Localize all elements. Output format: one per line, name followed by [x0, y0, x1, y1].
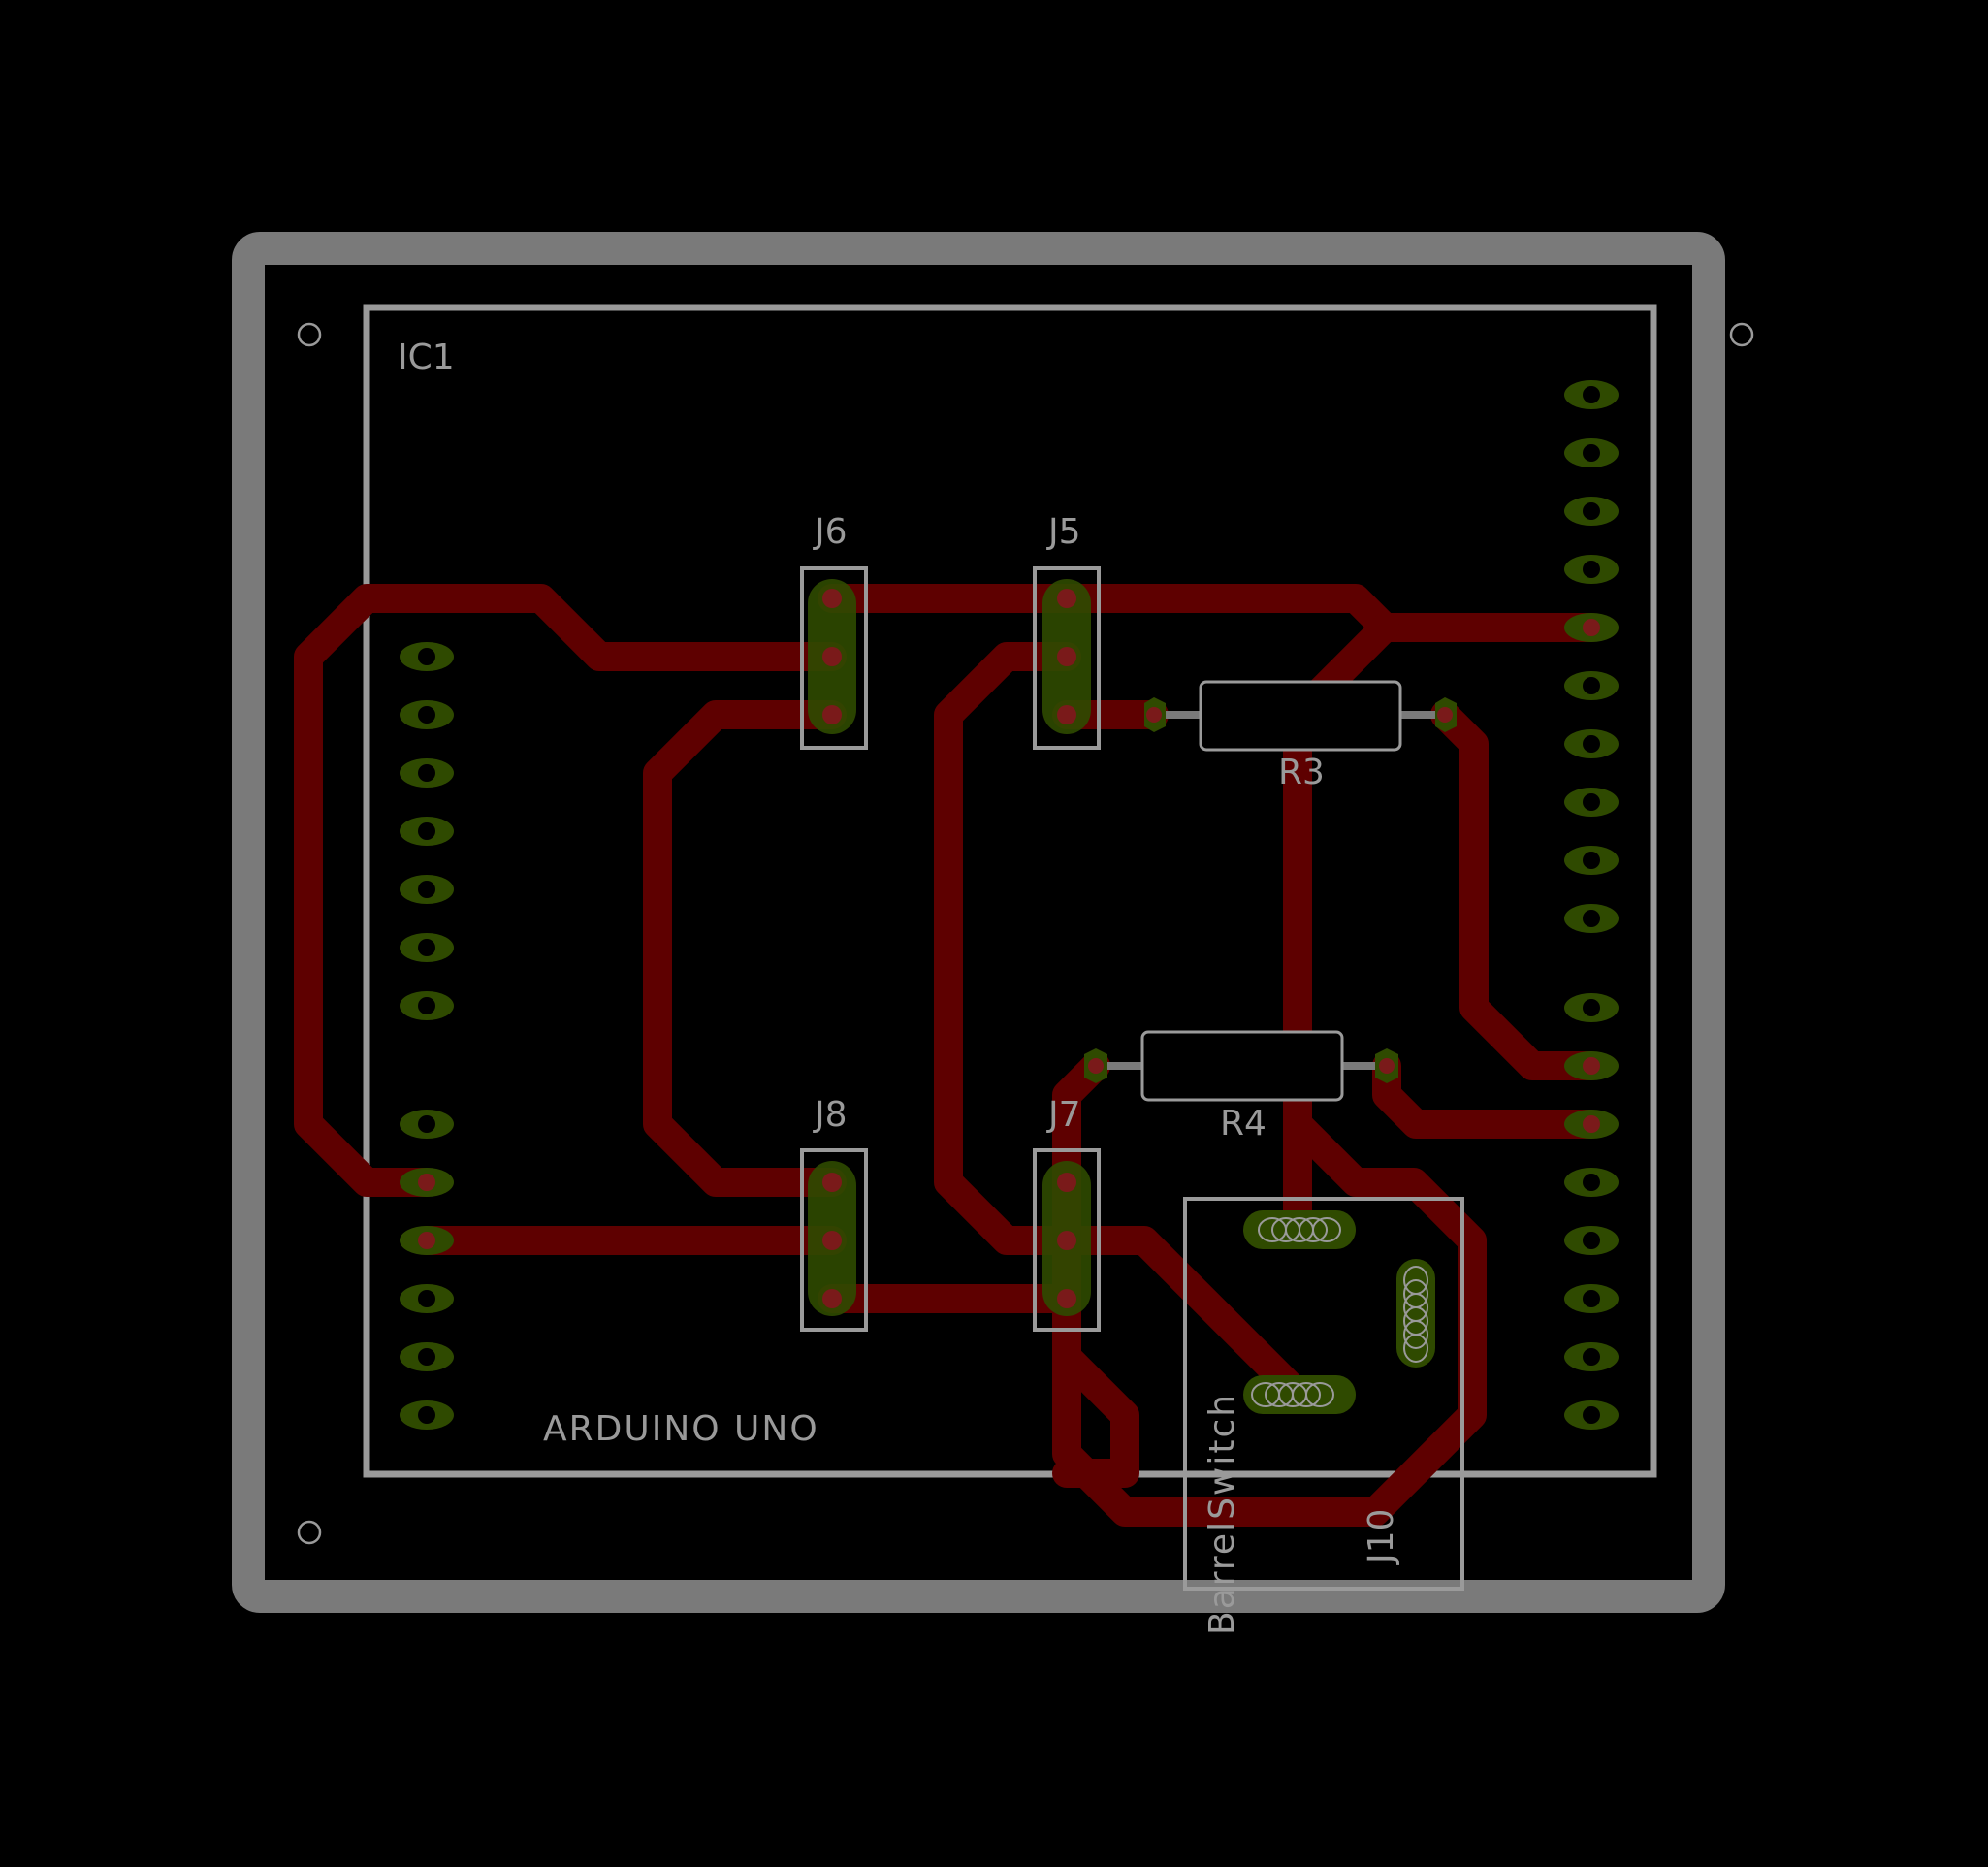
- right-pad-1: [1564, 380, 1619, 409]
- right-pad-15: [1564, 1226, 1619, 1255]
- left-pad-1: [400, 642, 454, 671]
- right-pad-6: [1564, 671, 1619, 700]
- mounting-hole-top-right: [1729, 322, 1754, 347]
- connector-j5: [1033, 566, 1101, 750]
- left-pad-9: [400, 1168, 454, 1197]
- barrel-jack-j10: [1183, 1197, 1464, 1591]
- label-j5: J5: [1046, 512, 1081, 552]
- right-pad-14: [1564, 1168, 1619, 1197]
- right-pad-7: [1564, 729, 1619, 758]
- label-j10: J10: [1362, 1509, 1401, 1565]
- left-pad-11: [400, 1284, 454, 1313]
- trace-h: [1430, 700, 1606, 1080]
- connector-j7: [1033, 1148, 1101, 1332]
- right-pad-12: [1564, 1051, 1619, 1080]
- trace-d: [818, 584, 1606, 642]
- board-outline: [232, 232, 1725, 1613]
- connector-j8: [800, 1148, 868, 1332]
- trace-l: [1052, 1110, 1487, 1527]
- trace-a: [294, 584, 847, 1197]
- label-j6: J6: [813, 512, 848, 552]
- left-pad-7: [400, 991, 454, 1020]
- left-pad-6: [400, 933, 454, 962]
- copper-traces: [294, 584, 1606, 1527]
- label-ic1: IC1: [398, 338, 455, 377]
- mounting-hole-bottom-left: [297, 1520, 322, 1545]
- left-pad-10: [400, 1226, 454, 1255]
- label-arduino-uno: ARDUINO UNO: [543, 1409, 819, 1449]
- connector-j6: [800, 566, 868, 750]
- resistor-r4: [1084, 1030, 1398, 1102]
- left-pad-3: [400, 758, 454, 788]
- left-header-pads: [400, 642, 454, 1430]
- right-pad-2: [1564, 438, 1619, 467]
- left-pad-2: [400, 700, 454, 729]
- left-pad-8: [400, 1110, 454, 1139]
- left-pad-12: [400, 1342, 454, 1371]
- right-pad-9: [1564, 846, 1619, 875]
- right-pad-17: [1564, 1342, 1619, 1371]
- trace-e: [934, 642, 1314, 1410]
- right-pad-10: [1564, 904, 1619, 933]
- right-pad-18: [1564, 1400, 1619, 1430]
- label-j7: J7: [1046, 1095, 1081, 1135]
- left-pad-5: [400, 875, 454, 904]
- resistor-r3: [1144, 680, 1457, 752]
- right-header-pads: [1564, 380, 1619, 1430]
- right-pad-13: [1564, 1110, 1619, 1139]
- right-pad-3: [1564, 497, 1619, 526]
- label-r3: R3: [1278, 753, 1325, 792]
- right-pad-11: [1564, 993, 1619, 1022]
- label-j8: J8: [813, 1095, 848, 1135]
- arduino-footprint-outline: [363, 304, 1657, 1478]
- left-pad-4: [400, 817, 454, 846]
- right-pad-16: [1564, 1284, 1619, 1313]
- label-barrel-switch: BarrelSwitch: [1202, 1393, 1242, 1635]
- trace-c: [643, 700, 847, 1197]
- trace-j: [1052, 1051, 1139, 1488]
- label-r4: R4: [1220, 1104, 1267, 1143]
- right-pad-5: [1564, 613, 1619, 642]
- right-pad-4: [1564, 555, 1619, 584]
- right-pad-8: [1564, 788, 1619, 817]
- mounting-hole-top-left: [297, 322, 322, 347]
- left-pad-13: [400, 1400, 454, 1430]
